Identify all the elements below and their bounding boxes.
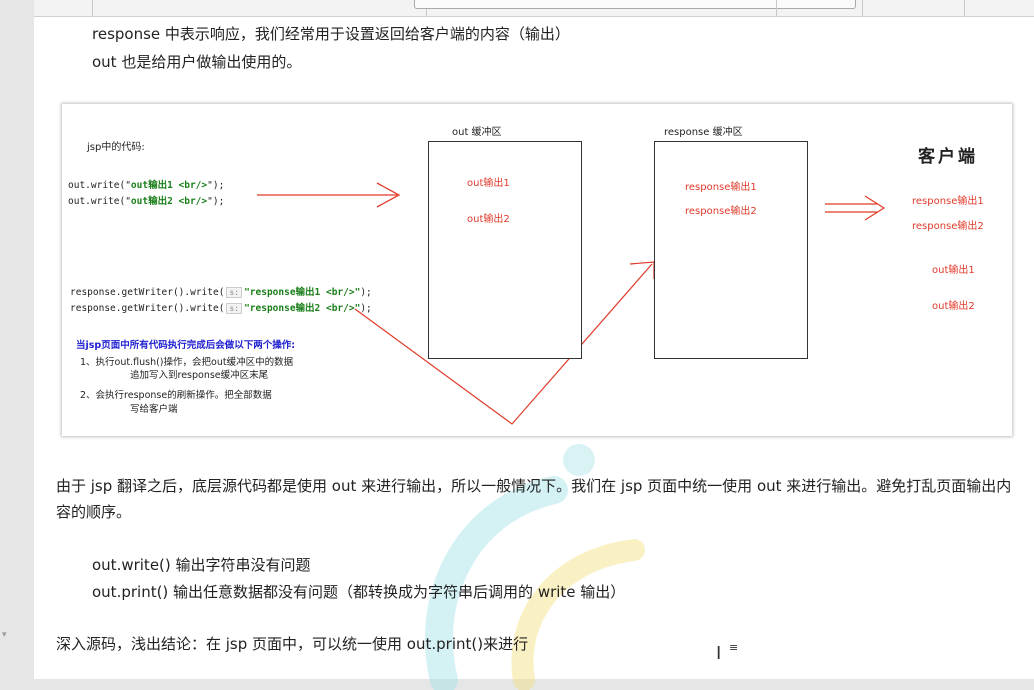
client-item: out输出1	[932, 265, 975, 276]
document-page[interactable]: response 中表示响应，我们经常用于设置返回给客户端的内容（输出） out…	[34, 0, 1034, 690]
note-step-2a: 2、会执行response的刷新操作。把全部数据	[80, 390, 272, 401]
ruler-segment	[964, 0, 965, 16]
ruler-bar	[34, 0, 1034, 17]
response-buffer-title: response 缓冲区	[664, 127, 743, 138]
code-out-write-1: out.write("out输出1 <br/>");	[68, 177, 224, 191]
watermark-logo	[424, 444, 645, 690]
code-string: out输出2 <br/>	[130, 196, 208, 207]
code-string: "response输出2 <br/>"	[244, 303, 361, 314]
bullet-out-print: out.print() 输出任意数据都没有问题（都转换成为字符串后调用的 wri…	[92, 583, 626, 601]
client-title: 客户端	[918, 147, 978, 167]
out-buffer-item: out输出1	[467, 178, 510, 189]
ruler-segment	[92, 0, 93, 16]
gutter-marker-icon: ▾	[2, 630, 7, 640]
output-buffer-diagram: jsp中的代码: out.write("out输出1 <br/>"); out.…	[62, 104, 1012, 436]
left-gutter: ▾	[0, 0, 34, 679]
note-step-2b: 写给客户端	[130, 404, 178, 415]
code-string: "response输出1 <br/>"	[244, 287, 361, 298]
out-buffer-title: out 缓冲区	[452, 127, 502, 138]
code-text: out.write("	[68, 196, 131, 207]
code-response-write-2: response.getWriter().write(s:"response输出…	[70, 300, 372, 314]
code-text: ");	[207, 180, 225, 191]
client-item: response输出2	[912, 221, 984, 232]
text-align-icon: ≡	[729, 641, 739, 654]
ruler-segment	[862, 0, 863, 16]
response-buffer-item: response输出2	[685, 206, 757, 217]
param-hint: s:	[226, 287, 243, 298]
jsp-code-label: jsp中的代码:	[87, 142, 145, 153]
intro-line-2: out 也是给用户做输出使用的。	[92, 53, 302, 71]
response-buffer-item: response输出1	[685, 182, 757, 193]
ruler-tab-stop[interactable]	[414, 0, 856, 9]
code-text: response.getWriter().write(	[70, 287, 225, 298]
client-item: out输出2	[932, 301, 975, 312]
code-text: response.getWriter().write(	[70, 303, 225, 314]
response-buffer-box: response输出1 response输出2	[654, 141, 808, 359]
conclusion-line: 深入源码，浅出结论：在 jsp 页面中，可以统一使用 out.print()来进…	[56, 635, 529, 653]
paragraph-out-usage: 由于 jsp 翻译之后，底层源代码都是使用 out 来进行输出，所以一般情况下。…	[56, 477, 1012, 521]
code-text: );	[360, 287, 372, 298]
diagram-arrows	[257, 182, 886, 425]
ruler-segment	[776, 0, 777, 16]
note-step-1a: 1、执行out.flush()操作，会把out缓冲区中的数据	[80, 357, 294, 368]
note-step-1b: 追加写入到response缓冲区末尾	[130, 370, 269, 381]
param-hint: s:	[226, 303, 243, 314]
i-beam-cursor-icon: I	[716, 643, 722, 664]
note-title: 当jsp页面中所有代码执行完成后会做以下两个操作:	[76, 340, 296, 351]
client-item: response输出1	[912, 196, 984, 207]
code-text: out.write("	[68, 180, 131, 191]
code-text: );	[360, 303, 372, 314]
out-buffer-box: out输出1 out输出2	[428, 141, 582, 359]
code-out-write-2: out.write("out输出2 <br/>");	[68, 193, 224, 207]
intro-line-1: response 中表示响应，我们经常用于设置返回给客户端的内容（输出）	[92, 25, 570, 43]
code-text: ");	[207, 196, 225, 207]
code-response-write-1: response.getWriter().write(s:"response输出…	[70, 284, 372, 298]
code-string: out输出1 <br/>	[130, 180, 208, 191]
out-buffer-item: out输出2	[467, 214, 510, 225]
bullet-out-write: out.write() 输出字符串没有问题	[92, 556, 311, 574]
